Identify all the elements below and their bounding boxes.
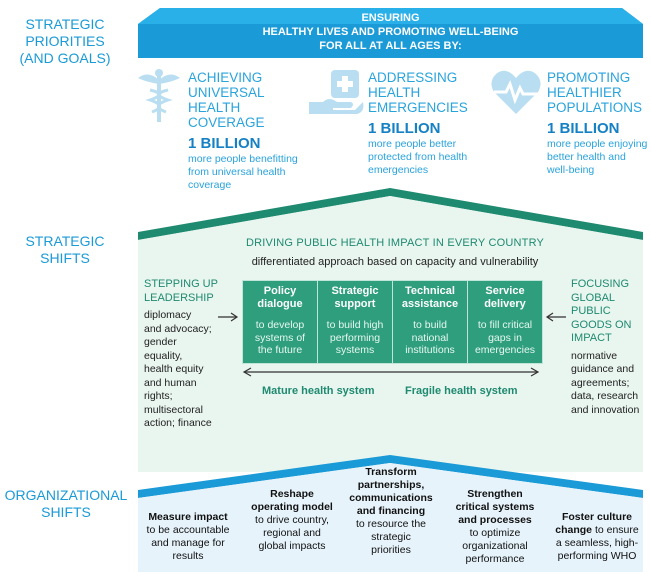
org-strengthen-systems: Strengthen critical systems and processe… <box>455 488 535 565</box>
priority-title: ADDRESSING HEALTH EMERGENCIES <box>368 70 468 115</box>
priority-uhc: ACHIEVING UNIVERSAL HEALTH COVERAGE 1 BI… <box>188 70 318 192</box>
banner: ENSURING HEALTHY LIVES AND PROMOTING WEL… <box>138 8 643 59</box>
leadership-title: STEPPING UP LEADERSHIP <box>144 278 218 304</box>
hand-medical-icon <box>309 70 364 114</box>
org-foster-culture: Foster culture change to ensure a seamle… <box>555 511 639 562</box>
leadership-description: diplomacy and advocacy; gender equality,… <box>144 309 212 429</box>
banner-line-3: FOR ALL AT ALL AGES BY: <box>319 40 462 52</box>
heart-pulse-icon <box>491 70 541 114</box>
priority-target: 1 BILLION <box>368 120 441 137</box>
global-goods-title: FOCUSING GLOBAL PUBLIC GOODS ON IMPACT <box>571 278 632 344</box>
org-transform-partnerships: Transform partnerships, communications a… <box>349 466 433 556</box>
label-organizational-shifts: ORGANIZATIONAL SHIFTS <box>4 487 128 520</box>
org-body <box>138 463 643 572</box>
priority-target: 1 BILLION <box>547 120 620 137</box>
priority-description: more people enjoying better health and w… <box>547 138 648 176</box>
priority-target: 1 BILLION <box>188 135 261 152</box>
priority-description: more people better protected from health… <box>368 138 468 176</box>
org-roof <box>138 455 643 498</box>
banner-line-1: ENSURING <box>361 12 420 24</box>
label-strategic-shifts: STRATEGIC SHIFTS <box>25 233 105 266</box>
org-reshape-model: Reshape operating model to drive country… <box>251 488 333 552</box>
priority-healthier-populations: PROMOTING HEALTHIER POPULATIONS 1 BILLIO… <box>547 70 651 177</box>
priority-title: ACHIEVING UNIVERSAL HEALTH COVERAGE <box>188 70 265 130</box>
strategic-subheading: differentiated approach based on capacit… <box>251 256 539 268</box>
label-strategic-priorities: STRATEGIC PRIORITIES (AND GOALS) <box>19 16 111 66</box>
priority-title: PROMOTING HEALTHIER POPULATIONS <box>547 70 643 115</box>
leadership-block: STEPPING UP LEADERSHIP diplomacy and adv… <box>144 278 224 431</box>
banner-line-2: HEALTHY LIVES AND PROMOTING WELL-BEING <box>262 26 519 38</box>
org-measure-impact: Measure impact to be accountable and man… <box>146 511 230 562</box>
axis-mature: Mature health system <box>262 385 375 397</box>
strategic-heading: DRIVING PUBLIC HEALTH IMPACT IN EVERY CO… <box>245 237 545 249</box>
global-goods-block: FOCUSING GLOBAL PUBLIC GOODS ON IMPACT n… <box>571 278 649 417</box>
priority-description: more people benefitting from universal h… <box>188 153 298 191</box>
global-goods-description: normative guidance and agreements; data,… <box>571 349 640 416</box>
caduceus-icon <box>138 69 180 122</box>
axis-fragile: Fragile health system <box>405 385 518 397</box>
priority-emergencies: ADDRESSING HEALTH EMERGENCIES 1 BILLION … <box>368 70 498 177</box>
